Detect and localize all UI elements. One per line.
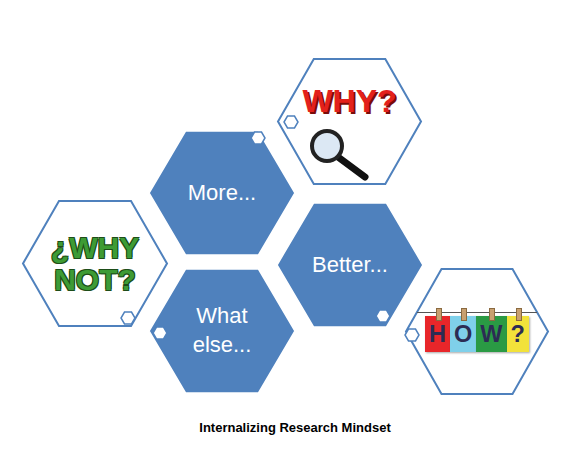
image-hexagon: WHY? xyxy=(277,58,422,185)
hexagon-outline xyxy=(148,268,296,394)
small-hexagon xyxy=(121,312,135,324)
hexagon-shape xyxy=(406,269,548,394)
hexagon-node: Better... xyxy=(276,202,424,328)
clothes-pin xyxy=(516,308,522,321)
clothes-pin xyxy=(461,308,467,321)
hexagon-node: What else... xyxy=(148,268,296,394)
hexagon-shape xyxy=(277,203,423,327)
node-label: More... xyxy=(188,180,256,206)
hexagon-shape xyxy=(149,131,295,255)
hexagon-shape xyxy=(149,269,295,393)
small-hexagon xyxy=(376,310,390,322)
node-label: Better... xyxy=(312,252,388,278)
magnifier-handle xyxy=(338,157,365,177)
image-hexagon: HOW? xyxy=(405,268,549,395)
how-word: HOW? xyxy=(421,320,533,348)
magnifier-lens xyxy=(312,131,342,161)
why-not-word: ¿WHY NOT? xyxy=(45,232,145,295)
small-hexagon xyxy=(153,327,167,339)
clothes-pin xyxy=(489,308,495,321)
small-hexagon xyxy=(284,116,298,128)
node-label: What else... xyxy=(177,302,267,359)
why-word: WHY? xyxy=(302,82,396,120)
small-hexagon xyxy=(251,132,265,144)
hexagon-shape xyxy=(278,59,421,184)
image-hexagon: ¿WHY NOT? xyxy=(22,200,168,327)
hexagon-node: More... xyxy=(148,130,296,256)
hexagon-outline xyxy=(277,58,422,185)
small-hexagon xyxy=(405,329,419,341)
caption: Internalizing Research Mindset xyxy=(150,420,440,435)
clothes-pin xyxy=(436,308,442,321)
hexagon-shape xyxy=(23,201,167,326)
